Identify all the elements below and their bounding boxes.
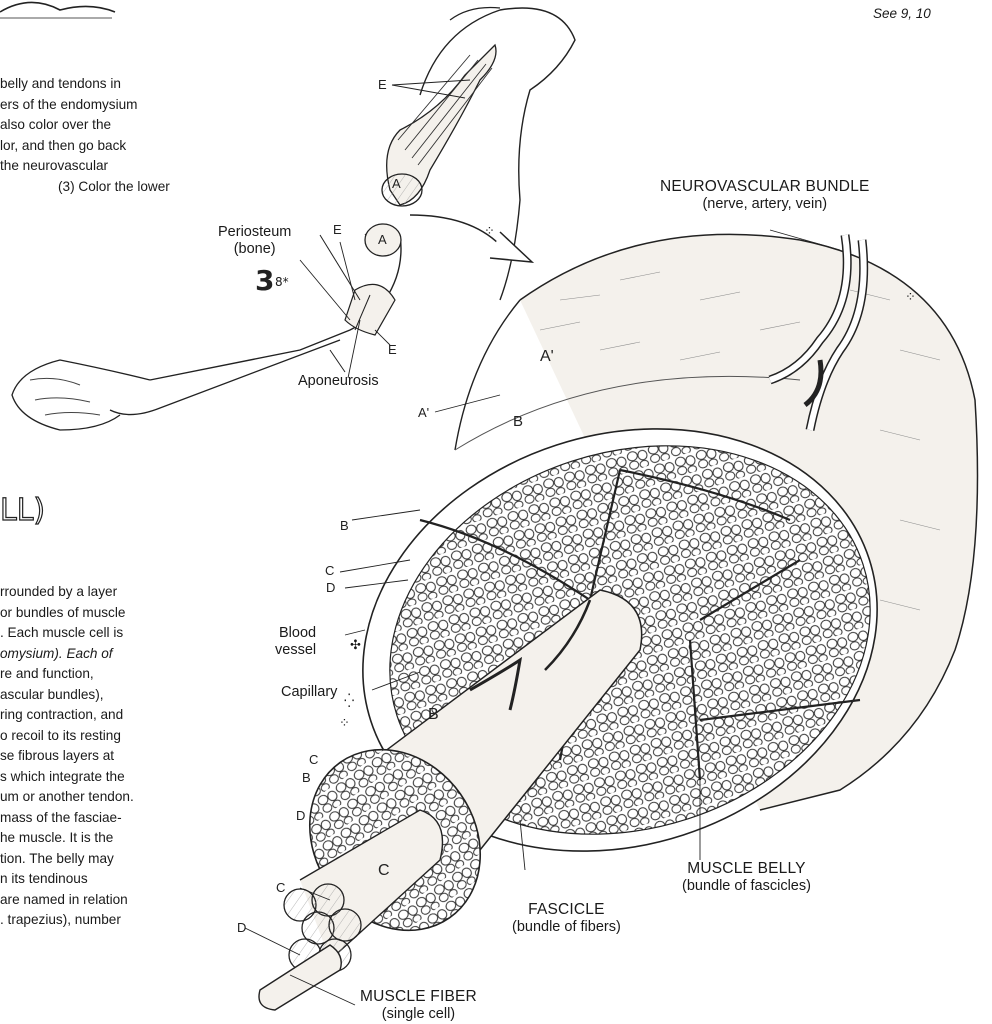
letter-e: E: [388, 342, 397, 357]
instruction-line: ers of the endomysium: [0, 95, 240, 116]
neurovascular-title: NEUROVASCULAR BUNDLE: [660, 178, 870, 195]
body-line: ring contraction, and: [0, 705, 260, 726]
label-periosteum: Periosteum (bone): [218, 224, 291, 258]
color-marker-icon: ✣: [350, 638, 361, 653]
letter-a-prime: A': [418, 405, 429, 420]
letter-d: D: [296, 808, 305, 823]
body-line: omysium). Each of: [0, 644, 260, 665]
svg-text:LL): LL): [0, 493, 45, 528]
letter-c: C: [309, 752, 318, 767]
label-neurovascular-bundle: NEUROVASCULAR BUNDLE (nerve, artery, vei…: [660, 178, 870, 213]
see-reference: See 9, 10: [873, 4, 931, 25]
letter-d: D: [237, 920, 246, 935]
letter-b: B: [428, 706, 439, 724]
color-marker-icon: ⁘: [905, 290, 916, 305]
color-marker-icon: ⁛: [344, 694, 354, 709]
instructions-text: belly and tendons in ers of the endomysi…: [0, 74, 240, 197]
muscle-belly-title: MUSCLE BELLY: [687, 860, 805, 877]
muscle-fiber-title: MUSCLE FIBER: [360, 988, 477, 1005]
periosteum-sub: (bone): [234, 241, 276, 257]
color-marker-icon: ⁘: [484, 224, 495, 239]
label-capillary: Capillary: [281, 684, 337, 701]
body-line: ascular bundles),: [0, 685, 260, 706]
fascicle-title: FASCICLE: [528, 901, 605, 918]
instruction-line: also color over the: [0, 115, 240, 136]
instruction-line: belly and tendons in: [0, 74, 240, 95]
muscle-belly-sub: (bundle of fascicles): [682, 878, 811, 894]
periosteum-label: Periosteum: [218, 224, 291, 240]
blood-vessel-line1: Blood: [279, 625, 316, 641]
body-line: rrounded by a layer: [0, 582, 260, 603]
letter-b: B: [302, 770, 311, 785]
letter-c: C: [378, 862, 390, 880]
body-line: mass of the fasciae-: [0, 808, 260, 829]
color-marker-icon: 8*: [275, 275, 289, 289]
body-line: se fibrous layers at: [0, 746, 260, 767]
letter-c: C: [276, 880, 285, 895]
color-marker-icon: ⁘: [339, 716, 350, 731]
instruction-line: the neurovascular: [0, 156, 240, 177]
letter-a-prime: A': [540, 348, 554, 366]
label-muscle-fiber: MUSCLE FIBER (single cell): [360, 988, 477, 1023]
body-line: um or another tendon.: [0, 787, 260, 808]
body-line: s which integrate the: [0, 767, 260, 788]
instruction-line: (3) Color the lower: [58, 177, 298, 198]
instruction-line: lor, and then go back: [0, 136, 240, 157]
label-aponeurosis: Aponeurosis: [298, 373, 379, 390]
body-line: o recoil to its resting: [0, 726, 260, 747]
body-line: are named in relation: [0, 890, 260, 911]
label-blood-vessel: Blood vessel: [275, 625, 316, 659]
muscle-fiber-sub: (single cell): [382, 1006, 455, 1022]
fascicle-sub: (bundle of fibers): [512, 919, 621, 935]
body-line: tion. The belly may: [0, 849, 260, 870]
body-line: . Each muscle cell is: [0, 623, 260, 644]
svg-text:3: 3: [255, 264, 274, 297]
blood-vessel-line2: vessel: [275, 642, 316, 658]
body-line: or bundles of muscle: [0, 603, 260, 624]
body-text: rrounded by a layer or bundles of muscle…: [0, 582, 260, 931]
letter-c: C: [325, 563, 334, 578]
label-fascicle: FASCICLE (bundle of fibers): [512, 901, 621, 936]
letter-d: D: [326, 580, 335, 595]
body-line: . trapezius), number: [0, 910, 260, 931]
neurovascular-sub: (nerve, artery, vein): [702, 196, 827, 212]
letter-b: B: [513, 413, 523, 430]
letter-b: B: [340, 518, 349, 533]
body-line: he muscle. It is the: [0, 828, 260, 849]
label-muscle-belly: MUSCLE BELLY (bundle of fascicles): [682, 860, 811, 895]
letter-e: E: [333, 222, 342, 237]
body-line: re and function,: [0, 664, 260, 685]
letter-a: A: [378, 232, 387, 247]
letter-a: A: [392, 176, 401, 191]
body-line: n its tendinous: [0, 869, 260, 890]
letter-e: E: [378, 77, 387, 92]
